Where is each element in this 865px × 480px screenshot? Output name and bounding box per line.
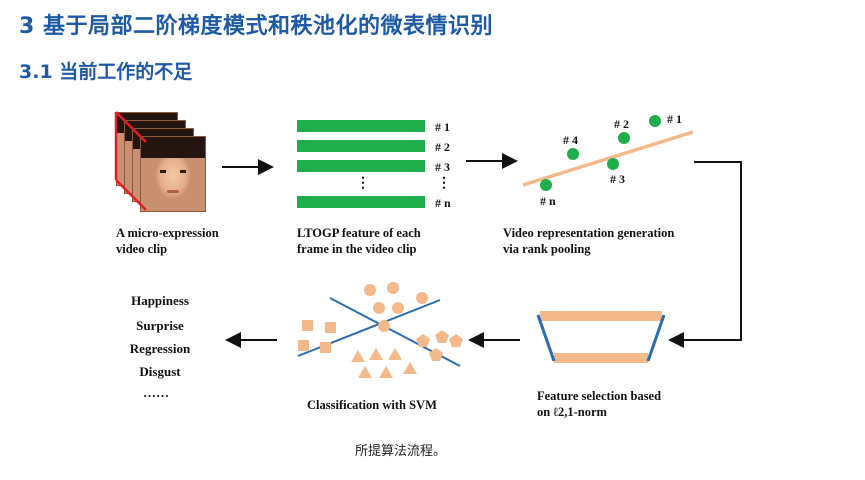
- frame-image: [140, 136, 206, 212]
- feature-selection-graphic: [536, 311, 666, 363]
- emotion-label: Disgust: [139, 364, 181, 379]
- emotion-label: Surprise: [136, 318, 184, 333]
- step2-label: LTOGP feature of each frame in the video…: [297, 226, 421, 256]
- frame-dot-1: [649, 115, 661, 127]
- feature-bar-1: [297, 120, 425, 132]
- rank-pooling-line: [522, 130, 694, 187]
- step1-label: A micro-expression video clip: [116, 226, 219, 256]
- slide-title: 3 基于局部二阶梯度模式和秩池化的微表情识别: [19, 14, 493, 39]
- emotion-label: Regression: [129, 341, 191, 356]
- step3-label: Video representation generation via rank…: [503, 226, 675, 256]
- dot-label: # 3: [610, 172, 625, 186]
- dot-label: # 4: [563, 133, 578, 147]
- dot-label: # 1: [667, 112, 682, 126]
- dot-label: # n: [540, 194, 556, 208]
- dot-label: # 2: [614, 117, 629, 131]
- frame-dot-2: [618, 132, 630, 144]
- frame-dot-3: [607, 158, 619, 170]
- frame-dot-4: [567, 148, 579, 160]
- frame-dot-n: [540, 179, 552, 191]
- step4-label: Feature selection based on ℓ2,1-norm: [537, 389, 662, 419]
- emotion-label: Happiness: [131, 293, 189, 308]
- bar-index: # n: [435, 196, 451, 210]
- frame-stack-edge: [114, 111, 147, 211]
- bar-index: # 1: [435, 120, 450, 134]
- slide-subtitle: 3.1 当前工作的不足: [19, 61, 193, 83]
- svm-classification-graphic: [297, 282, 463, 378]
- feature-bar-2: [297, 140, 425, 152]
- emotion-ellipsis: ……: [143, 385, 169, 400]
- feature-bar-n: [297, 196, 425, 208]
- bar-index: # 3: [435, 160, 450, 174]
- bar-index: # 2: [435, 140, 450, 154]
- figure-caption: 所提算法流程。: [355, 444, 447, 459]
- feature-bar-3: [297, 160, 425, 172]
- step5-label: Classification with SVM: [307, 398, 437, 412]
